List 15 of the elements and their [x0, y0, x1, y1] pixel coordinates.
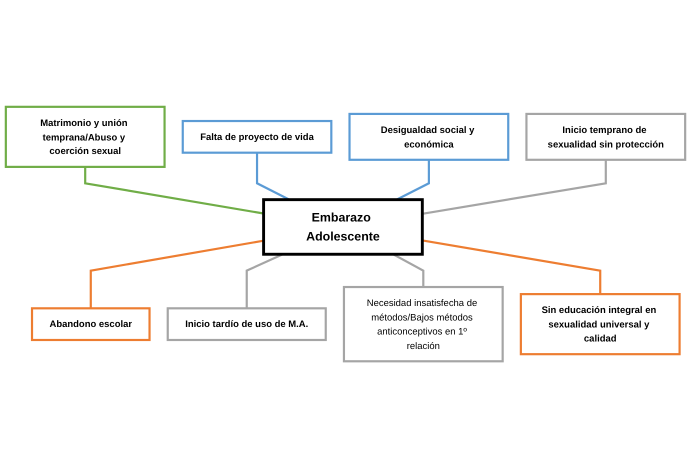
node-box: Embarazo Adolescente	[262, 198, 424, 256]
node-box: Falta de proyecto de vida	[182, 120, 332, 154]
connector	[84, 166, 264, 215]
node-box: Desigualdad social y económica	[348, 112, 510, 161]
node-box: Necesidad insatisfecha de métodos/Bajos métodos anticonceptivos en 1º relación	[342, 286, 504, 362]
node-box: Inicio tardío de uso de M.A.	[166, 307, 327, 342]
node-box: Inicio temprano de sexualidad sin protección	[525, 112, 686, 161]
node-box: Matrimonio y unión temprana/Abuso y coerción sexual	[4, 106, 166, 168]
node-box: Sin educación integral en sexualidad universal y calidad	[520, 292, 681, 356]
node-box: Abandono escolar	[30, 307, 151, 342]
connector	[246, 253, 284, 308]
connector	[422, 160, 607, 215]
connector	[392, 253, 424, 287]
connector	[422, 239, 602, 294]
connector	[90, 240, 264, 308]
